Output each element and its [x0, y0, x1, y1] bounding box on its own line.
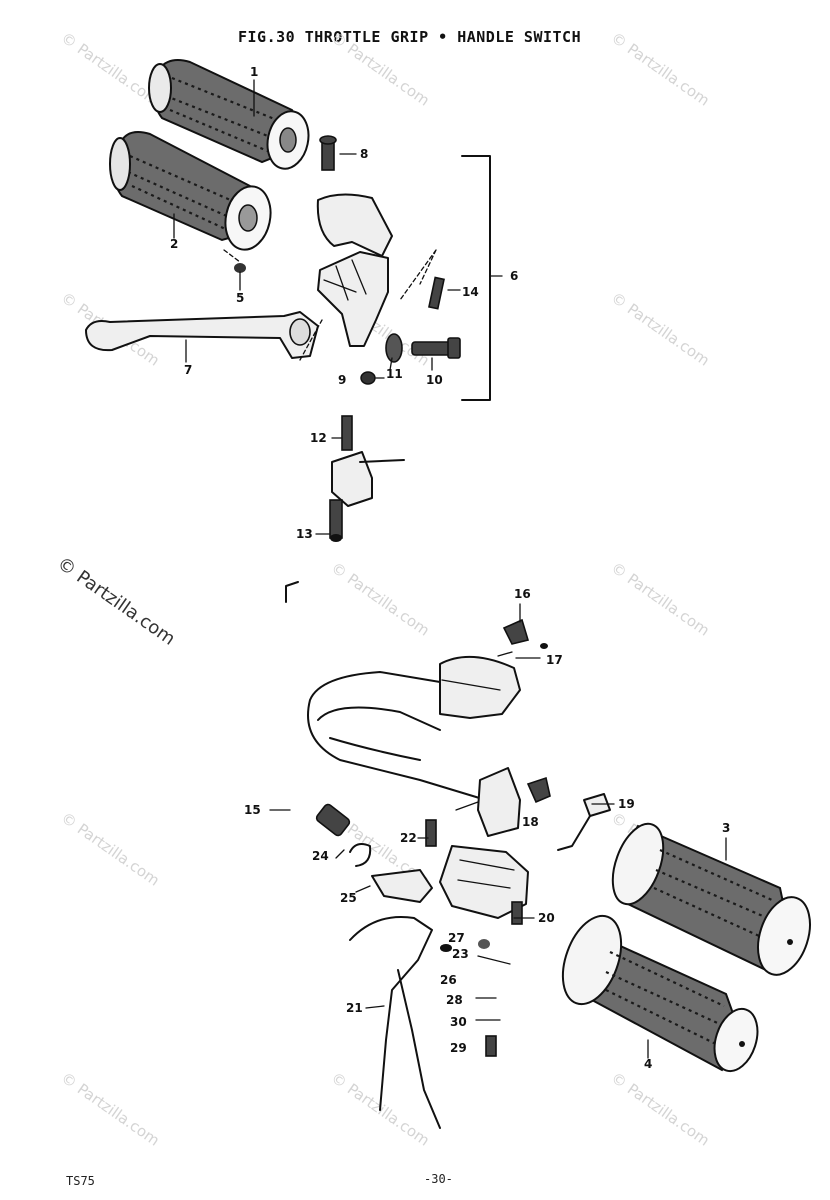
- watermark-text: © Partzilla.com: [58, 809, 163, 890]
- callout-8: 8: [360, 147, 368, 161]
- screw-22: [425, 819, 437, 847]
- watermark-text: © Partzilla.com: [58, 29, 163, 110]
- cable-adjuster-12-13: [329, 415, 405, 542]
- bolt-14: [428, 276, 445, 310]
- callout-7: 7: [184, 363, 192, 377]
- callout-22: 22: [400, 831, 417, 845]
- watermark-text: © Partzilla.com: [328, 29, 433, 110]
- callout-20: 20: [538, 911, 555, 925]
- grip-2: [109, 131, 272, 251]
- bolt-24: [315, 803, 351, 837]
- watermark-text: © Partzilla.com: [328, 559, 433, 640]
- callout-13: 13: [296, 527, 313, 541]
- callout-27: 27: [448, 931, 465, 945]
- callout-5: 5: [236, 291, 244, 305]
- callout-16: 16: [514, 587, 531, 601]
- callout-29: 29: [450, 1041, 467, 1055]
- washer-5: [234, 263, 246, 273]
- watermark-text: © Partzilla.com: [608, 29, 713, 110]
- grip-4: [561, 914, 759, 1073]
- page-number: -30-: [424, 1172, 453, 1186]
- callout-11: 11: [386, 367, 403, 381]
- watermark-text: © Partzilla.com: [53, 553, 179, 650]
- callout-12: 12: [310, 431, 327, 445]
- leader-lines: [173, 79, 727, 1059]
- callout-6: 6: [510, 269, 518, 283]
- callout-19: 19: [618, 797, 635, 811]
- figure-title: FIG.30 THROTTLE GRIP • HANDLE SWITCH: [238, 28, 582, 46]
- callout-26: 26: [440, 973, 457, 987]
- callout-18: 18: [522, 815, 539, 829]
- callout-1: 1: [250, 65, 258, 79]
- callout-4: 4: [644, 1057, 652, 1071]
- callout-14: 14: [462, 285, 479, 299]
- model-code: TS75: [66, 1174, 95, 1188]
- screw-17: [497, 651, 513, 657]
- callout-30: 30: [450, 1015, 467, 1029]
- callout-3: 3: [722, 821, 730, 835]
- grip-3: [611, 822, 811, 976]
- grip-1: [148, 59, 310, 170]
- lever-7: [85, 311, 319, 359]
- watermark-text: © Partzilla.com: [608, 289, 713, 370]
- callout-28: 28: [446, 993, 463, 1007]
- callout-10: 10: [426, 373, 443, 387]
- callout-23: 23: [452, 947, 469, 961]
- callout-21: 21: [346, 1001, 363, 1015]
- throttle-housing-6: [316, 193, 393, 347]
- callout-17: 17: [546, 653, 563, 667]
- clip-16: [502, 618, 548, 649]
- bolt-10: [411, 337, 461, 359]
- callout-25: 25: [340, 891, 357, 905]
- callout-15: 15: [244, 803, 261, 817]
- clutch-cable-loop: [307, 671, 487, 801]
- watermark-text: © Partzilla.com: [608, 559, 713, 640]
- callout-24: 24: [312, 849, 329, 863]
- switch-body-18: [455, 767, 551, 837]
- callout-9: 9: [338, 373, 346, 387]
- switch-housing-cover: [439, 655, 521, 719]
- small-parts-cluster: [440, 939, 511, 1057]
- connector-19: [557, 793, 611, 851]
- lever-21: [349, 916, 441, 1129]
- nut-9: [360, 371, 376, 385]
- watermark-text: © Partzilla.com: [608, 1069, 713, 1150]
- washer-11: [385, 333, 403, 363]
- screw-8: [319, 135, 337, 171]
- clip-25: [349, 843, 433, 903]
- watermark-text: © Partzilla.com: [58, 1069, 163, 1150]
- callout-2: 2: [170, 237, 178, 251]
- lever-holder-20: [439, 845, 529, 925]
